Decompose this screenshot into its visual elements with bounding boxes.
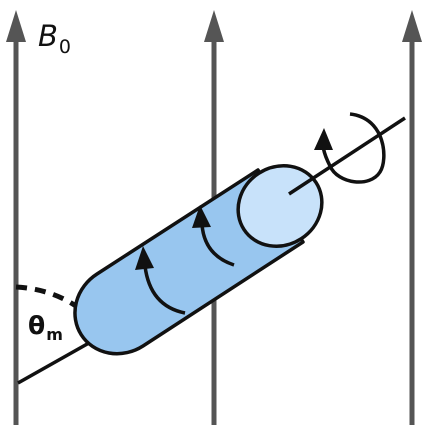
field-label: B0 (38, 19, 71, 58)
rotor-axis-upper (288, 116, 406, 196)
surface-rotation-arrows (135, 205, 235, 315)
field-arrowhead-right (402, 10, 422, 42)
surface-rotation-arrow-1 (135, 246, 186, 315)
spin-arrow (314, 112, 386, 184)
field-line-right (402, 10, 422, 425)
angle-label: θm (28, 311, 63, 344)
rotor-cylinder (73, 164, 324, 356)
spin-arrowhead (314, 128, 333, 150)
field-line-left (6, 10, 26, 425)
field-arrowhead-middle (204, 10, 224, 42)
surface-rotation-arrow-2 (192, 205, 235, 267)
field-arrowhead-left (6, 10, 26, 42)
magic-angle-arc (15, 284, 102, 331)
